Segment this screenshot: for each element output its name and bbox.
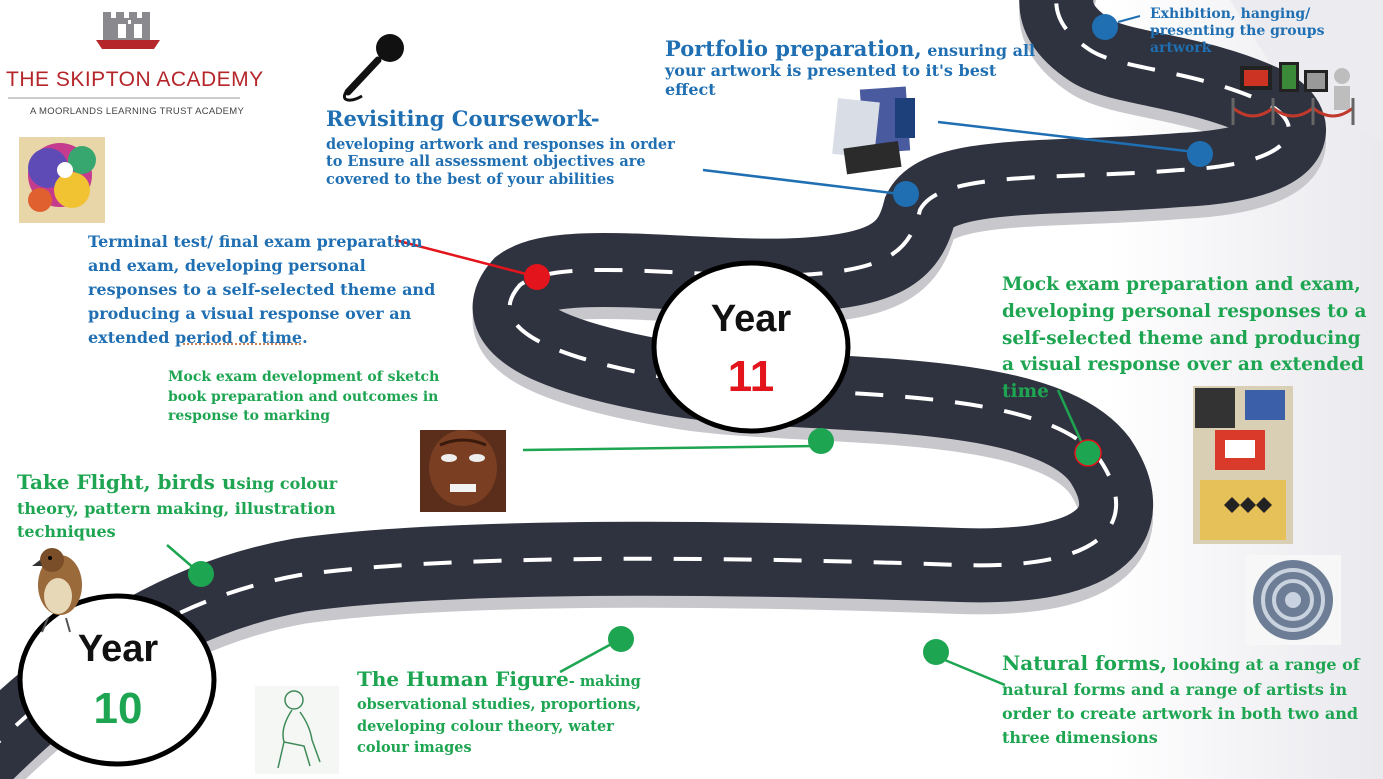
mock-exam-text: Mock exam preparation and exam, developi…	[1002, 274, 1367, 403]
dot-human-figure	[608, 626, 634, 652]
year11-label: Year	[710, 298, 792, 340]
portfolio-folders-image	[832, 86, 915, 175]
portfolio-description: ensuring all your artwork is presented t…	[665, 41, 1036, 100]
abstract-art-thumbnail	[19, 137, 105, 223]
mock-development-text: Mock exam development of sketch book pre…	[168, 369, 440, 425]
terminal-exam-underlined: period of time	[175, 328, 303, 347]
take-flight-text: Take Flight, birds using colour theory, …	[17, 468, 362, 543]
year10-badge	[17, 593, 217, 767]
microphone-icon	[343, 34, 404, 102]
dot-mock-dev	[808, 428, 834, 454]
year11-badge	[651, 260, 851, 434]
portfolio-text: Portfolio preparation, ensuring all your…	[665, 36, 1045, 100]
human-figure-text: The Human Figure- making observational s…	[357, 666, 657, 758]
natural-forms-heading: Natural forms,	[1002, 651, 1167, 675]
academy-subtitle: A MOORLANDS LEARNING TRUST ACADEMY	[30, 106, 245, 117]
road	[0, 0, 1326, 779]
dot-revisiting	[893, 181, 919, 207]
connectors	[166, 15, 1196, 687]
year10-number: 10	[93, 684, 143, 733]
natural-forms-description: looking at a range of natural forms and …	[1002, 655, 1360, 747]
take-flight-heading: Take Flight, birds u	[17, 470, 237, 494]
dot-mock-exam	[1074, 439, 1102, 467]
terminal-exam-text: Terminal test/ final exam preparation an…	[88, 230, 448, 350]
dot-natural-forms	[923, 639, 949, 665]
revisiting-description: developing artwork and responses in orde…	[326, 136, 675, 188]
milestone-dots	[188, 14, 1213, 665]
terminal-exam-main: Terminal test/ final exam preparation an…	[88, 232, 436, 347]
human-figure-description: - making observational studies, proporti…	[357, 673, 642, 757]
dot-terminal	[524, 264, 550, 290]
ceramic-disc-image	[1246, 555, 1341, 645]
take-flight-description: sing colour theory, pattern making, illu…	[17, 474, 338, 542]
dot-exhibition	[1092, 14, 1118, 40]
portfolio-heading: Portfolio preparation,	[665, 36, 922, 61]
revisiting-heading: Revisiting Coursework-	[326, 106, 600, 131]
bird-image	[32, 548, 82, 633]
academy-name: THE SKIPTON ACADEMY	[6, 68, 264, 91]
year11-number: 11	[727, 352, 775, 401]
human-figure-sketch-image	[255, 686, 339, 774]
year10-label: Year	[77, 628, 159, 670]
exhibition-gallery-image	[1231, 62, 1355, 125]
terminal-exam-end: .	[302, 328, 308, 347]
dot-portfolio	[1187, 141, 1213, 167]
human-figure-heading: The Human Figure	[357, 667, 569, 691]
academy-logo-castle-icon	[96, 12, 160, 49]
cubist-painting-image	[1193, 386, 1293, 544]
exhibition-text: Exhibition, hanging/ presenting the grou…	[1150, 6, 1325, 56]
maori-mask-image	[420, 430, 506, 512]
natural-forms-text: Natural forms, looking at a range of nat…	[1002, 648, 1377, 750]
dot-take-flight	[188, 561, 214, 587]
